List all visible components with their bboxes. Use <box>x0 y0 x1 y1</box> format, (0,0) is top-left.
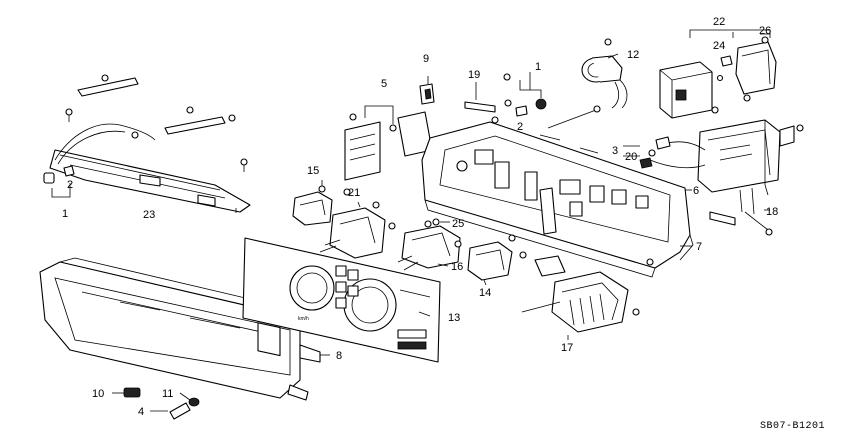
callout-9: 9 <box>423 53 429 65</box>
callouts: 1 2 1 2 3 4 5 6 7 8 9 10 11 12 13 14 15 … <box>62 16 778 418</box>
callout-4: 4 <box>138 406 144 418</box>
part-3-bulb <box>648 149 656 157</box>
part-16-module <box>397 220 462 271</box>
long-screw <box>547 105 601 129</box>
callout-20: 20 <box>625 151 637 163</box>
part-22-relay <box>659 61 724 119</box>
callout-16: 16 <box>451 261 463 273</box>
part-12-buzzer <box>581 38 628 109</box>
callout-23: 23 <box>143 209 155 221</box>
leader-lines <box>112 32 770 412</box>
callout-1-top: 1 <box>535 61 541 73</box>
callout-3: 3 <box>612 145 618 157</box>
part-13-gauge-panel: km/h <box>242 237 441 363</box>
part-11-bulb <box>169 397 200 420</box>
part-18-circuit-board <box>649 119 804 236</box>
part-21-module <box>319 201 396 259</box>
callout-22: 22 <box>713 16 725 28</box>
part-7-main-case <box>421 116 694 278</box>
callout-7: 7 <box>696 241 702 253</box>
callout-24: 24 <box>713 40 725 52</box>
callout-25: 25 <box>452 218 464 230</box>
callout-5: 5 <box>381 78 387 90</box>
part-17-switch <box>519 251 640 333</box>
callout-10: 10 <box>92 388 104 400</box>
part-20-bulb <box>639 157 653 169</box>
gauge-unit-label: km/h <box>298 316 309 322</box>
part-code-label: SB07-B1201 <box>760 421 825 432</box>
part-14-connector <box>467 234 516 281</box>
part-8-visor <box>39 257 321 401</box>
callout-17: 17 <box>561 342 573 354</box>
part-25-screw <box>432 218 440 226</box>
callout-14: 14 <box>479 287 491 299</box>
part-9-clip <box>419 83 435 105</box>
callout-19: 19 <box>468 69 480 81</box>
callout-18: 18 <box>766 206 778 218</box>
callout-8: 8 <box>336 350 342 362</box>
callout-21: 21 <box>348 187 360 199</box>
part-24-clip <box>720 55 733 67</box>
callout-1-left: 1 <box>62 208 68 220</box>
callout-6: 6 <box>693 185 699 197</box>
part-1-2-socket-left <box>43 165 75 198</box>
callout-13: 13 <box>448 312 460 324</box>
part-26-board <box>689 29 777 102</box>
callout-2-left: 2 <box>67 179 73 191</box>
part-10-cap <box>123 387 141 398</box>
callout-15: 15 <box>307 165 319 177</box>
part-1-2-socket-mid <box>503 72 547 117</box>
part-19-bracket <box>464 101 496 113</box>
callout-2-top: 2 <box>517 121 523 133</box>
callout-26: 26 <box>759 25 771 37</box>
part-5-circuit <box>344 105 433 181</box>
part-23-harness-bracket <box>49 74 251 213</box>
part-15-module <box>292 185 351 226</box>
callout-11: 11 <box>162 388 173 400</box>
callout-12: 12 <box>627 49 639 61</box>
